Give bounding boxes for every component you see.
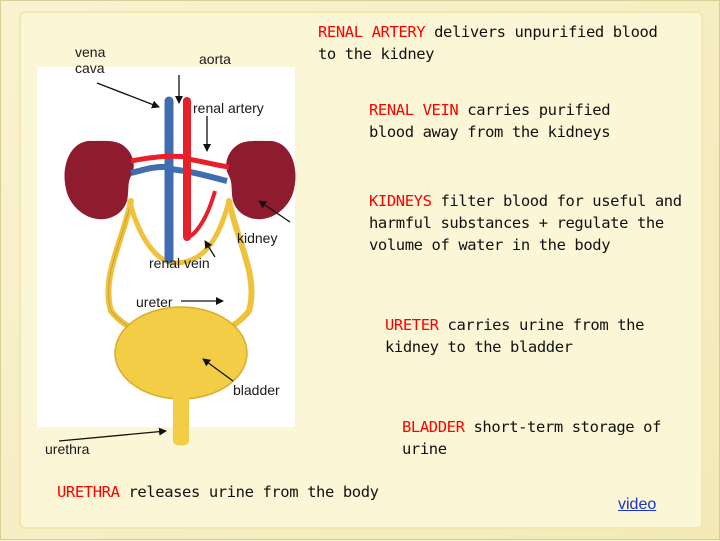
left-ureter-outline (107, 200, 134, 330)
text-renal-vein: carries purified blood away from the kid… (369, 101, 611, 141)
bladder-shape (114, 306, 248, 400)
term-kidneys: KIDNEYS (369, 192, 432, 210)
text-urethra: releases urine from the body (119, 483, 379, 501)
pointer-vena-cava (96, 82, 160, 109)
term-renal-vein: RENAL VEIN (369, 101, 459, 119)
right-ureter (224, 198, 255, 332)
desc-urethra: URETHRA releases urine from the body (57, 481, 417, 503)
lower-artery-branch (186, 190, 217, 239)
pointer-kidney (258, 200, 291, 223)
label-renal-vein: renal vein (149, 255, 210, 271)
right-renal-vein (168, 166, 228, 184)
pointer-urethra (58, 427, 167, 442)
label-aorta: aorta (199, 51, 231, 67)
desc-renal-artery: RENAL ARTERY delivers unpurified blood t… (318, 21, 678, 65)
term-urethra: URETHRA (57, 483, 120, 501)
right-renal-artery (186, 156, 230, 170)
text-renal-artery: delivers unpurified blood to the kidney (318, 23, 658, 63)
right-kidney (226, 140, 296, 220)
text-kidneys: filter blood for useful and harmful subs… (369, 192, 682, 254)
label-renal-artery: renal artery (193, 100, 264, 116)
pointer-renal-vein (204, 240, 216, 258)
text-ureter: carries urine from the kidney to the bla… (385, 316, 645, 356)
left-renal-artery (130, 153, 188, 164)
label-bladder: bladder (233, 382, 280, 398)
urethra-tube (173, 395, 189, 446)
desc-renal-vein: RENAL VEIN carries purified blood away f… (369, 99, 639, 143)
desc-ureter: URETER carries urine from the kidney to … (385, 314, 685, 358)
term-renal-artery: RENAL ARTERY (318, 23, 426, 41)
label-ureter: ureter (136, 294, 173, 310)
lower-vessel-loop (126, 198, 232, 266)
label-urethra: urethra (45, 441, 90, 457)
left-kidney (64, 140, 134, 220)
desc-bladder: BLADDER short-term storage of urine (402, 416, 692, 460)
video-link[interactable]: video (618, 496, 657, 513)
desc-kidneys: KIDNEYS filter blood for useful and harm… (369, 190, 687, 256)
left-renal-vein (130, 163, 170, 176)
label-kidney: kidney (237, 230, 278, 246)
label-vena-cava: vena cava (75, 44, 106, 76)
text-bladder: short-term storage of urine (402, 418, 662, 458)
term-bladder: BLADDER (402, 418, 465, 436)
pointer-bladder (202, 358, 234, 382)
term-ureter: URETER (385, 316, 439, 334)
